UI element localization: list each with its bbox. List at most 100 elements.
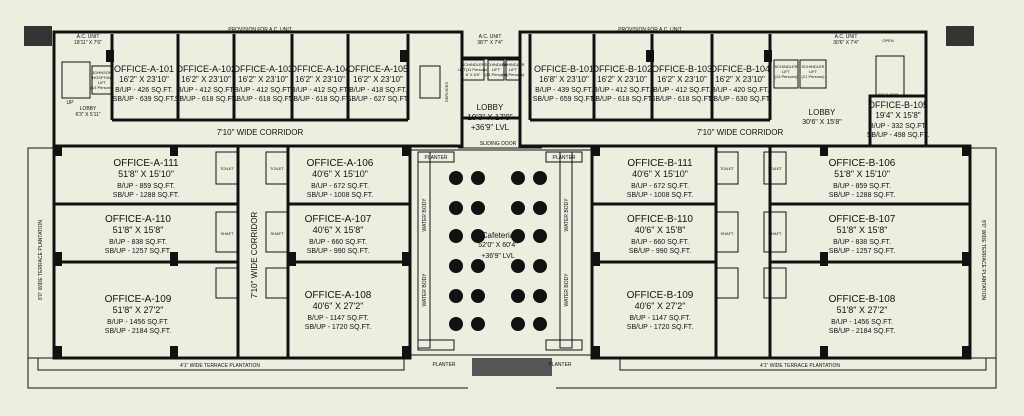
office-size: 16'2" X 23'10" — [181, 75, 231, 84]
terrace-west-label: 8'0" WIDE TERRACE PLANTATION — [38, 220, 44, 300]
office-b-108: OFFICE-B-108 51'8" X 27'2" B/UP - 1456 S… — [829, 294, 896, 335]
cafeteria-table — [533, 317, 547, 331]
terrace-right-label: 4'1" WIDE TERRACE PLANTATION — [760, 363, 840, 369]
office-sbup: SB/UP - 1288 SQ.FT. — [829, 192, 895, 199]
office-name: OFFICE-A-109 — [105, 294, 172, 305]
office-size: 40'6" X 15'8" — [313, 225, 364, 235]
planter-label: PLANTER — [552, 155, 575, 161]
office-size: 16'2" X 23'10" — [238, 75, 288, 84]
office-name: OFFICE-B-111 — [627, 158, 693, 169]
office-name: OFFICE-B-109 — [627, 290, 694, 301]
office-b-105: OFFICE-B-105 19'4" X 15'8" B/UP - 332 SQ… — [867, 100, 930, 139]
water-body-label: WATER BODY — [564, 198, 570, 232]
office-name: OFFICE-B-103 — [652, 64, 712, 74]
office-bup: B/UP - 838 SQ.FT. — [833, 239, 891, 246]
cafeteria-table — [449, 259, 463, 273]
office-sbup: SB/UP - 1008 SQ.FT. — [627, 192, 693, 199]
office-size: 16'2" X 23'10" — [353, 75, 403, 84]
office-size: 16'2" X 23'10" — [597, 75, 647, 84]
water-body-label: WATER BODY — [422, 273, 428, 307]
office-size: 16'2" X 23'10" — [119, 75, 169, 84]
cafeteria-table — [511, 317, 525, 331]
office-a-102: OFFICE-A-102 16'2" X 23'10" B/UP - 412 S… — [175, 64, 238, 103]
cafeteria-table — [471, 229, 485, 243]
office-bup: B/UP - 426 SQ.FT. — [115, 87, 173, 94]
office-sbup: SB/UP - 627 SQ.FT. — [347, 96, 410, 103]
toilet-label: TOILET — [720, 166, 734, 171]
svg-text:SCHINDLER: SCHINDLER — [801, 64, 824, 69]
office-b-104: OFFICE-B-104 16'2" X 23'10" B/UP - 420 S… — [709, 64, 772, 103]
office-size: 51'8" X 15'8" — [837, 225, 888, 235]
office-bup: B/UP - 412 SQ.FT. — [653, 87, 711, 94]
core-elements — [61, 55, 905, 99]
office-b-109: OFFICE-B-109 40'6" X 27'2" B/UP - 1147 S… — [627, 290, 694, 331]
office-name: OFFICE-B-106 — [829, 158, 896, 169]
office-size: 51'8" X 15'10" — [834, 169, 890, 179]
lift-labels: JOHNSON HOSPITAL LIFT (13 Persons) SCHIN… — [91, 62, 826, 90]
terrace-east-label: 8'0" WIDE TERRACE PLANTATION — [980, 220, 986, 300]
office-sbup: SB/UP - 1257 SQ.FT. — [105, 248, 171, 255]
cafeteria-labels: Cafeteria 52'0" X 60'4" +36'9" LVL SLIDI… — [422, 141, 576, 368]
office-sbup: SB/UP - 990 SQ.FT. — [307, 248, 370, 255]
office-bup: B/UP - 672 SQ.FT. — [311, 183, 369, 190]
office-sbup: SB/UP - 618 SQ.FT. — [591, 96, 654, 103]
office-bup: B/UP - 412 SQ.FT. — [593, 87, 651, 94]
office-sbup: SB/UP - 639 SQ.FT. — [113, 96, 176, 103]
office-bup: B/UP - 439 SQ.FT. — [535, 87, 593, 94]
office-size: 51'8" X 15'8" — [113, 225, 164, 235]
office-name: OFFICE-A-106 — [307, 158, 374, 169]
water-body-label: WATER BODY — [564, 273, 570, 307]
office-sbup: SB/UP - 1720 SQ.FT. — [627, 324, 693, 331]
office-a-110: OFFICE-A-110 51'8" X 15'8" B/UP - 838 SQ… — [105, 214, 172, 255]
office-sbup: SB/UP - 618 SQ.FT. — [232, 96, 295, 103]
office-name: OFFICE-A-107 — [305, 214, 372, 225]
lift-schindler-1 — [461, 59, 485, 81]
office-bup: B/UP - 660 SQ.FT. — [631, 239, 689, 246]
office-sbup: SB/UP - 990 SQ.FT. — [629, 248, 692, 255]
corridor-b-label: 7'10" WIDE CORRIDOR — [697, 128, 784, 137]
cafeteria-table — [533, 289, 547, 303]
office-name: OFFICE-B-107 — [829, 214, 896, 225]
office-a-104: OFFICE-A-104 16'2" X 23'10" B/UP - 412 S… — [289, 64, 352, 103]
office-a-103: OFFICE-A-103 16'2" X 23'10" B/UP - 412 S… — [232, 64, 295, 103]
ac-provision-a: PROVISION FOR A.C. UNIT — [228, 27, 292, 33]
up-label: UP — [67, 100, 75, 106]
cafeteria-level: +36'9" LVL — [481, 253, 515, 260]
office-bup: B/UP - 672 SQ.FT. — [631, 183, 689, 190]
planter-tr — [545, 151, 583, 163]
stair-a — [61, 61, 91, 99]
svg-text:(13 Persons): (13 Persons) — [485, 72, 509, 77]
corridor-a-label: 7'10" WIDE CORRIDOR — [217, 128, 304, 137]
ac-unit-a-size: 18'11" X 7'6" — [74, 40, 102, 46]
svg-text:(13 Persons): (13 Persons) — [91, 85, 115, 90]
office-name: OFFICE-B-108 — [829, 294, 896, 305]
cafeteria-table — [511, 171, 525, 185]
office-a-107: OFFICE-A-107 40'6" X 15'8" B/UP - 660 SQ… — [305, 214, 372, 255]
svg-text:LIFT: LIFT — [98, 80, 107, 85]
ac-unit-b-title: A.C. UNIT — [835, 34, 858, 40]
office-sbup: SB/UP - 1288 SQ.FT. — [113, 192, 179, 199]
ac-unit-center-title: A.C. UNIT — [479, 34, 502, 40]
office-name: OFFICE-B-110 — [627, 214, 693, 225]
stair-center — [419, 65, 441, 99]
office-bup: B/UP - 418 SQ.FT. — [349, 87, 407, 94]
cafeteria-table — [471, 171, 485, 185]
office-b-102: OFFICE-B-102 16'2" X 23'10" B/UP - 412 S… — [591, 64, 654, 103]
corridor-a-vertical-label: 7'10" WIDE CORRIDOR — [250, 211, 259, 298]
office-size: 40'6" X 15'10" — [632, 169, 688, 179]
office-size: 16'2" X 23'10" — [657, 75, 707, 84]
office-bup: B/UP - 1456 SQ.FT. — [831, 319, 893, 326]
office-a-108: OFFICE-A-108 40'6" X 27'2" B/UP - 1147 S… — [305, 290, 372, 331]
lift-schindler-3 — [505, 59, 521, 81]
svg-text:SCHINDLER: SCHINDLER — [501, 62, 524, 67]
terrace-left-label: 4'1" WIDE TERRACE PLANTATION — [180, 363, 260, 369]
office-size: 51'8" X 15'10" — [118, 169, 174, 179]
svg-text:(13 Persons): (13 Persons) — [502, 72, 526, 77]
office-bup: B/UP - 412 SQ.FT. — [291, 87, 349, 94]
office-size: 51'8" X 27'2" — [113, 305, 164, 315]
cafeteria-table — [449, 289, 463, 303]
cafeteria-table — [471, 289, 485, 303]
cafeteria-name: Cafeteria — [482, 231, 515, 240]
lift-schindler-b2 — [799, 59, 827, 89]
terrace-labels: 4'1" WIDE TERRACE PLANTATION 4'1" WIDE T… — [38, 220, 986, 369]
